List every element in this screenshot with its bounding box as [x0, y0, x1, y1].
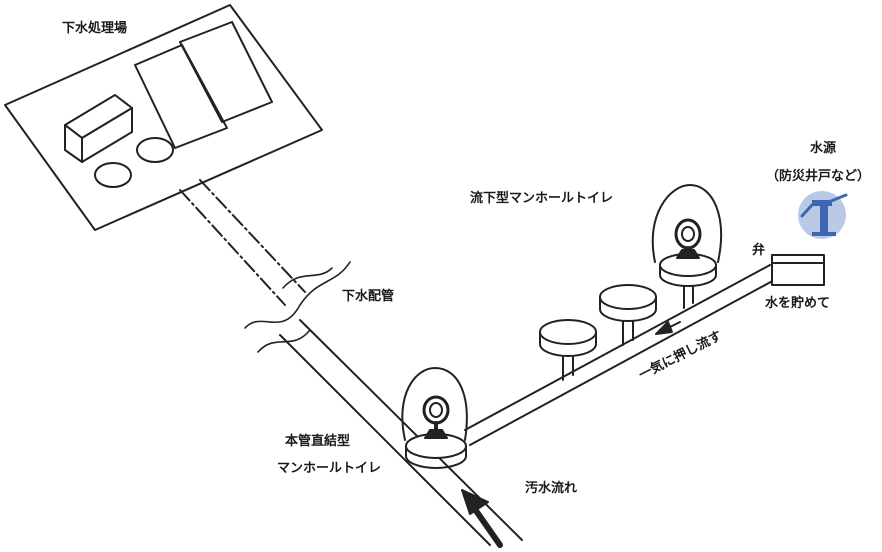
flush-manhole-toilet — [651, 184, 722, 309]
sewer-main-upper — [179, 179, 306, 306]
flow-arrow-icon — [461, 489, 503, 548]
treatment-plant — [4, 4, 323, 231]
toilet-bowl-icon — [422, 395, 450, 425]
ground-break — [244, 261, 351, 353]
manhole-stool-1 — [539, 319, 597, 381]
branch-pipe — [464, 264, 779, 446]
label-valve: 弁 — [752, 243, 766, 258]
label-sewer-pipe: 下水配管 — [342, 289, 395, 304]
label-store-water: 水を貯めて — [765, 296, 831, 311]
label-treatment-plant: 下水処理場 — [62, 21, 128, 36]
label-direct-type-line2: マンホールトイレ — [277, 461, 382, 476]
direct-manhole-toilet — [401, 367, 468, 469]
label-flush-toilet-type: 流下型マンホールトイレ — [470, 191, 614, 206]
flow-arrow-branch — [655, 321, 681, 335]
label-sewage-flow: 汚水流れ — [525, 481, 578, 496]
manhole-stool-2 — [599, 284, 657, 346]
well-pump-icon — [798, 191, 848, 239]
storage-tank — [771, 254, 825, 286]
label-direct-type-line1: 本管直結型 — [285, 434, 351, 449]
label-water-source-example: （防災井戸など） — [766, 169, 871, 184]
label-water-source: 水源 — [810, 141, 837, 156]
sewer-main-lower — [279, 319, 523, 546]
